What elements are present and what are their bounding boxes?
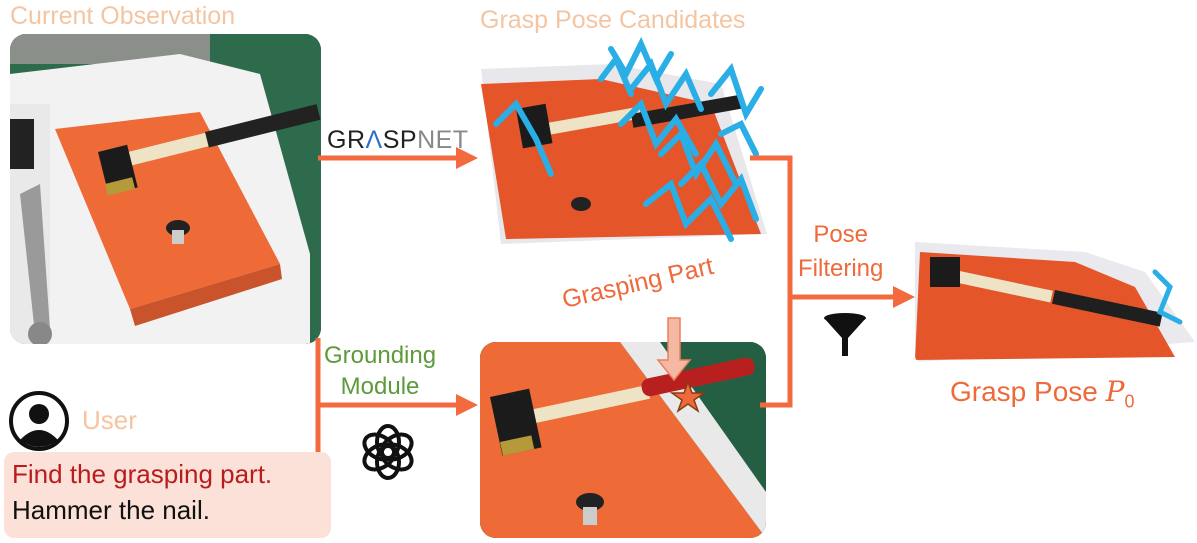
current-observation-title: Current Observation [10, 2, 236, 30]
graspnet-label: GRΛSPNET [327, 126, 469, 155]
star-icon [669, 379, 707, 413]
grasp-pose-symbol: P [1105, 375, 1125, 408]
graspnet-label-part2: SP [382, 126, 418, 154]
grounding-module-label: Grounding Module [324, 340, 436, 402]
pose-filtering-line1: Pose [813, 221, 869, 248]
user-task: Hammer the nail. [12, 495, 210, 525]
user-query-bubble: Find the grasping part. Hammer the nail. [4, 452, 331, 538]
current-observation-image [10, 34, 321, 344]
grounding-line1: Grounding [324, 342, 437, 369]
arrow-head-grounding [456, 394, 478, 416]
grasp-candidate-lines [493, 36, 764, 242]
grasp-pose-subscript: 0 [1124, 391, 1135, 412]
funnel-icon [824, 313, 866, 356]
grasp-candidates-image [481, 34, 767, 244]
selected-grasp-line [1152, 269, 1183, 325]
graspnet-label-part1: GR [327, 126, 366, 154]
grasp-pose-text: Grasp Pose [950, 376, 1106, 407]
grasp-pose-output-label: Grasp Pose P0 [950, 375, 1135, 413]
user-icon [9, 391, 69, 451]
grounding-line2: Module [340, 373, 420, 400]
user-label: User [82, 405, 137, 435]
arrow-head-filtering [893, 286, 915, 308]
grasping-part-arrow [656, 317, 692, 382]
lambda-icon: Λ [365, 126, 383, 154]
final-grasp-pose-image [915, 232, 1195, 362]
user-query: Find the grasping part. [12, 459, 273, 489]
grasp-candidates-title: Grasp Pose Candidates [480, 6, 746, 34]
arrow-head-graspnet [456, 147, 478, 169]
pose-filtering-label: Pose Filtering [798, 218, 883, 286]
openai-icon [362, 424, 414, 480]
grounding-result-image [480, 342, 766, 538]
pose-filtering-line2: Filtering [798, 255, 884, 282]
graspnet-label-part3: NET [417, 126, 469, 154]
